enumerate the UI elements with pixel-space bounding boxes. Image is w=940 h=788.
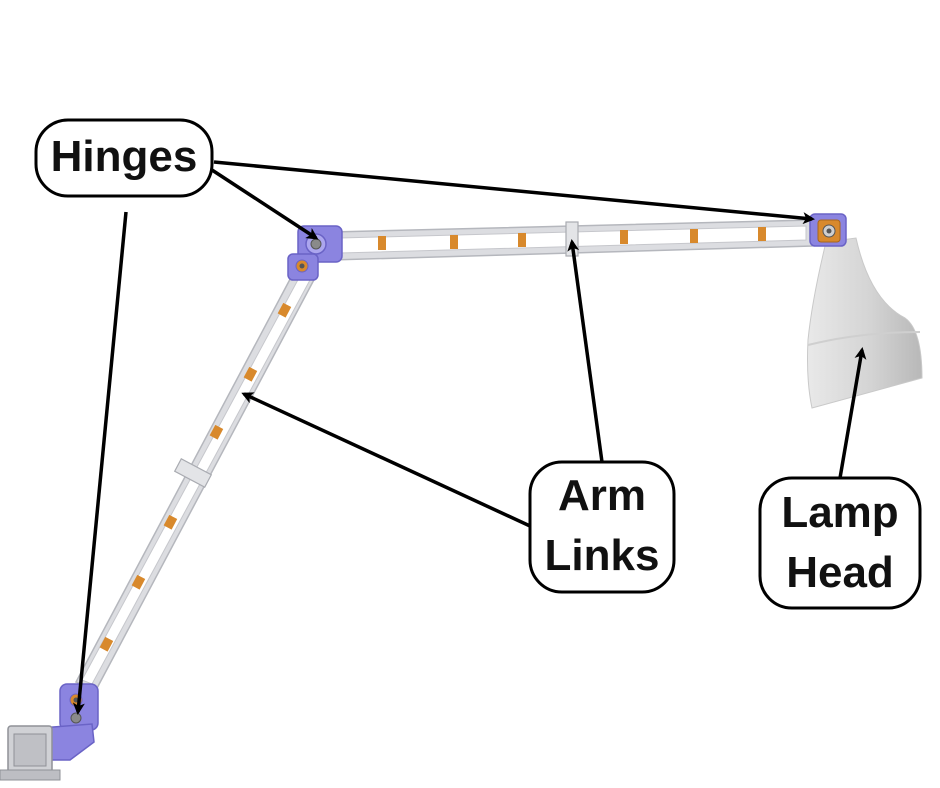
- spacer: [620, 230, 628, 244]
- lamp-head-shade: [807, 237, 923, 409]
- callout-hinges-box: [34, 118, 214, 198]
- callout-hinges: Hinges: [34, 118, 214, 198]
- spacer: [243, 366, 258, 382]
- spacer: [209, 424, 224, 440]
- callout-lamp-head-line2: Head: [786, 548, 894, 597]
- spacer: [518, 233, 526, 247]
- base-mount: [0, 725, 61, 781]
- arrow-lamp-to-head: [838, 347, 867, 479]
- spacer: [450, 235, 458, 249]
- callout-lamp-head-box: [758, 476, 922, 610]
- callout-lamp-head-line1: Lamp: [781, 488, 898, 537]
- spacer: [758, 227, 766, 241]
- spacer: [378, 236, 386, 250]
- spacer: [99, 636, 114, 652]
- arrow-hinges-to-head: [213, 160, 815, 225]
- arrow-hinges-to-base: [72, 211, 128, 715]
- spacer: [690, 229, 698, 243]
- callout-arm-links-line2: Links: [545, 531, 660, 580]
- arrow-arm-to-lower-link: [241, 392, 531, 528]
- callout-arm-links-box: [528, 460, 676, 594]
- callout-arm-links: Arm Links: [528, 460, 676, 594]
- elbow-hinge: [287, 225, 343, 281]
- spacer: [163, 514, 178, 530]
- spacer: [131, 574, 146, 590]
- spacer: [277, 302, 292, 318]
- callout-hinges-label: Hinges: [51, 132, 198, 181]
- callout-arrows: [72, 160, 867, 715]
- lower-arm-link: [74, 267, 318, 691]
- callout-lamp-head: Lamp Head: [758, 476, 922, 610]
- arrow-hinges-to-elbow: [211, 168, 319, 240]
- callout-arm-links-line1: Arm: [558, 471, 646, 520]
- arrow-arm-to-upper-link: [567, 239, 604, 463]
- head-hinge: [809, 213, 847, 247]
- arm-joint-bracket: [173, 458, 213, 488]
